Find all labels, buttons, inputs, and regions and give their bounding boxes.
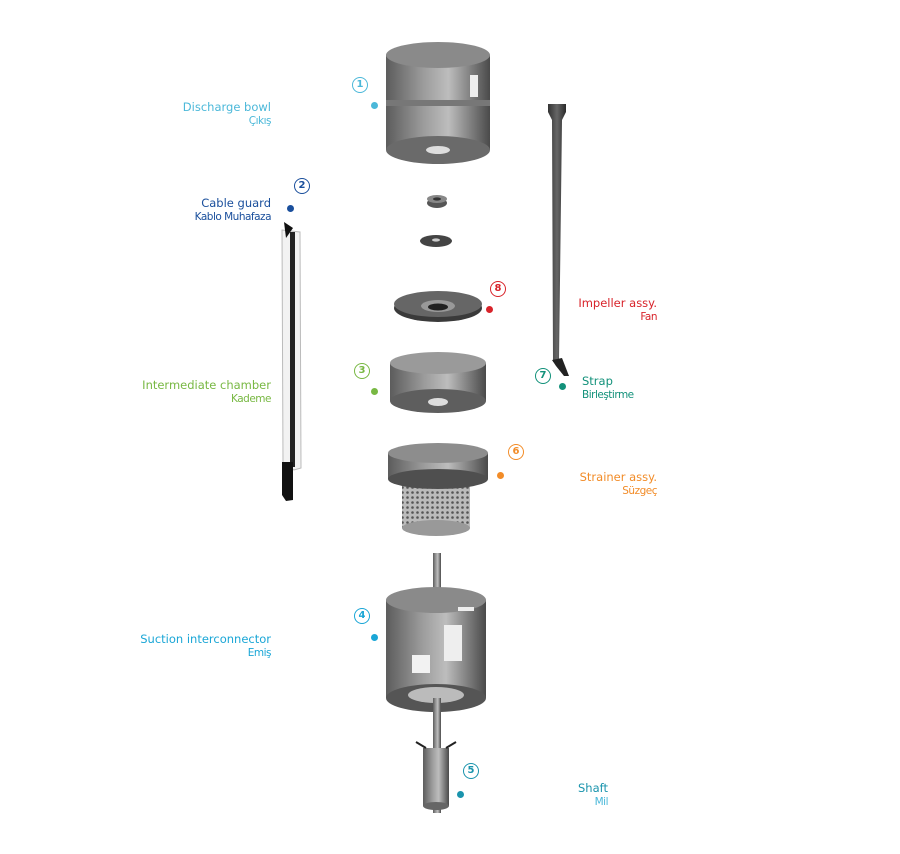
label-en: Shaft (578, 781, 608, 795)
callout-number-5: 5 (463, 763, 479, 779)
callout-number-8: 8 (490, 281, 506, 297)
strainer-part (388, 443, 488, 536)
callout-number-6: 6 (508, 444, 524, 460)
label-en: Discharge bowl (182, 100, 271, 114)
callout-dot-2 (287, 205, 294, 212)
suction-interconnector-part (386, 553, 486, 813)
label-tr: Fan (640, 311, 657, 323)
callout-dot-3 (371, 388, 378, 395)
callout-label-strainer: Strainer assy. Süzgeç (579, 470, 658, 498)
callout-dot-8 (486, 306, 493, 313)
strap-part (548, 104, 569, 376)
callout-label-impeller: Impeller assy. Fan (578, 296, 657, 324)
washer-part (420, 195, 452, 247)
callout-label-suction-interconnector: Suction interconnector Emiş (140, 632, 271, 660)
label-tr: Kablo Muhafaza (194, 211, 272, 223)
callout-label-shaft: Shaft Mil (578, 781, 609, 809)
label-en: Cable guard (201, 196, 271, 210)
discharge-bowl-part (386, 42, 490, 164)
label-tr: Mil (594, 796, 609, 808)
callout-number-2: 2 (294, 178, 310, 194)
callout-dot-7 (559, 383, 566, 390)
callout-label-cable-guard: Cable guard Kablo Muhafaza (194, 196, 272, 224)
label-tr: Kademe (231, 393, 271, 405)
callout-dot-6 (497, 472, 504, 479)
shaft-part (415, 741, 457, 810)
label-en: Impeller assy. (578, 296, 657, 310)
label-en: Suction interconnector (140, 632, 271, 646)
intermediate-chamber-part (390, 352, 486, 413)
callout-label-discharge-bowl: Discharge bowl Çıkış (182, 100, 272, 128)
label-tr: Çıkış (248, 115, 272, 127)
cable-guard-part (281, 222, 302, 501)
callout-number-3: 3 (354, 363, 370, 379)
label-tr: Birleştirme (582, 389, 634, 401)
label-tr: Emiş (247, 647, 272, 659)
callout-dot-4 (371, 634, 378, 641)
label-tr: Süzgeç (622, 485, 657, 497)
impeller-part (394, 291, 482, 322)
callout-number-4: 4 (354, 608, 370, 624)
callout-label-intermediate-chamber: Intermediate chamber Kademe (142, 378, 271, 406)
label-en: Intermediate chamber (142, 378, 271, 392)
label-en: Strainer assy. (579, 470, 657, 484)
callout-number-7: 7 (535, 368, 551, 384)
callout-dot-5 (457, 791, 464, 798)
callout-label-strap: Strap Birleştirme (582, 374, 634, 402)
callout-dot-1 (371, 102, 378, 109)
callout-number-1: 1 (352, 77, 368, 93)
label-en: Strap (582, 374, 613, 388)
